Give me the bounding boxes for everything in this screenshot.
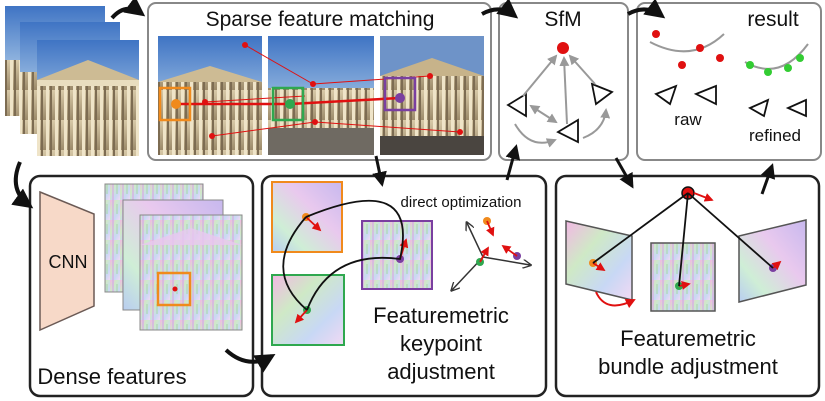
refined-camera-right xyxy=(785,98,807,118)
feature-point xyxy=(172,286,178,292)
raw-camera-right xyxy=(693,84,717,106)
sparse-matching-panel: Sparse feature matching xyxy=(147,2,492,161)
arrow-ba-to-result xyxy=(760,163,776,195)
dense-features-title: Dense features xyxy=(37,364,186,389)
matching-image-1 xyxy=(158,36,262,155)
matching-image-2 xyxy=(268,36,374,155)
raw-camera-left xyxy=(654,84,678,106)
match-lines xyxy=(176,44,461,137)
refined-camera-left xyxy=(748,98,770,118)
ba-title-line2: bundle adjustment xyxy=(598,354,778,379)
keypoint-green xyxy=(285,99,295,109)
sfm-title: SfM xyxy=(544,8,581,31)
arrow-images-to-matching xyxy=(110,0,146,20)
cnn-block: CNN xyxy=(39,190,95,332)
input-image-front xyxy=(37,40,139,156)
raw-points xyxy=(652,30,724,69)
ba-title-line1: Featuremetric xyxy=(620,326,756,351)
result-title: result xyxy=(747,8,799,31)
arrow-matching-to-keypoint xyxy=(372,155,387,187)
arrow-dense-to-keypoint xyxy=(224,348,276,373)
raw-curve xyxy=(649,33,725,53)
optimization-points xyxy=(476,217,521,266)
refined-points xyxy=(746,54,804,76)
feature-map-stack xyxy=(104,183,243,331)
keypoint-purple xyxy=(395,93,405,103)
refined-label: refined xyxy=(749,126,801,145)
ba-image-right xyxy=(738,219,807,303)
sfm-3d-point xyxy=(557,42,569,54)
cnn-label: CNN xyxy=(49,252,88,272)
keypoint-patch-green xyxy=(271,86,305,122)
arrow-matching-to-sfm xyxy=(481,0,519,19)
sfm-panel: SfM xyxy=(498,2,629,161)
arrow-keypoint-to-sfm xyxy=(505,144,521,181)
patch-green xyxy=(271,274,345,346)
arrow-sfm-to-ba xyxy=(614,157,634,189)
keypoint-adjustment-panel: direct optimization Featuremetric keypoi… xyxy=(260,174,548,398)
input-image-stack xyxy=(5,6,139,156)
sfm-camera-right xyxy=(590,82,614,106)
sfm-camera-left xyxy=(506,92,527,118)
keypoint-patch-orange xyxy=(158,86,192,122)
sfm-camera-bottom xyxy=(556,118,579,144)
feature-patch-orange xyxy=(156,271,192,307)
ba-curved-red-arrow xyxy=(595,291,636,309)
ba-point-update-arrow xyxy=(693,192,714,202)
bundle-adjustment-panel: Featuremetric bundle adjustment xyxy=(554,174,821,398)
keypoint-title-line2: keypoint xyxy=(400,331,482,356)
matching-image-3 xyxy=(380,36,484,155)
patch-purple xyxy=(361,220,433,290)
keypoint-link-curves xyxy=(282,199,404,311)
flow-arrows xyxy=(11,0,776,373)
keypoint-patch-purple xyxy=(383,76,417,112)
dense-features-panel: CNN Dense features xyxy=(28,174,255,398)
sfm-ray-arrows xyxy=(514,54,611,148)
direct-optimization-label: direct optimization xyxy=(401,194,522,211)
ba-projection-rays xyxy=(592,192,774,287)
result-panel: result raw refined xyxy=(636,2,822,161)
arrow-images-to-dense xyxy=(11,161,34,209)
arrow-sfm-to-result xyxy=(627,0,666,19)
keypoint-orange xyxy=(171,99,181,109)
raw-label: raw xyxy=(674,110,702,129)
keypoint-title-line1: Featuremetric xyxy=(373,303,509,328)
keypoint-title-line3: adjustment xyxy=(387,359,495,384)
sparse-matching-title: Sparse feature matching xyxy=(206,8,435,31)
match-points xyxy=(202,42,463,139)
